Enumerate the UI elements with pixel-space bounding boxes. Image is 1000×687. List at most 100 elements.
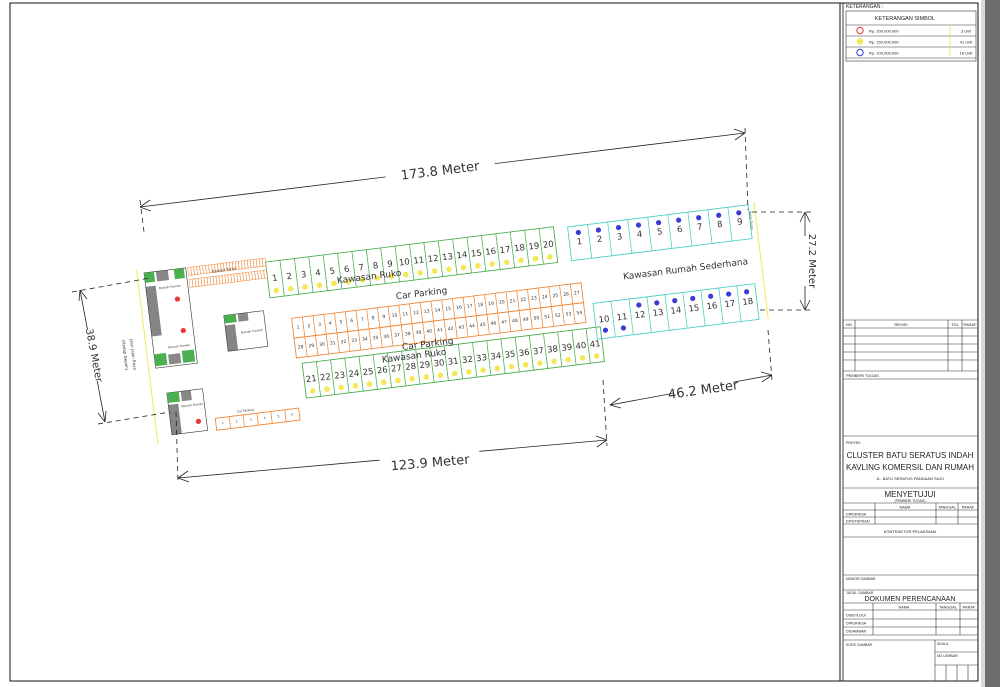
ditetapkan-label: DITETAPKAN xyxy=(846,520,870,524)
unit-marker-yellow xyxy=(423,374,430,380)
tree-icon xyxy=(181,349,196,363)
paving-hatch xyxy=(180,390,192,402)
ruko-lower-number: 21 xyxy=(305,374,317,385)
ruko-lower-number: 28 xyxy=(405,362,417,373)
rumah-upper-number: 8 xyxy=(717,220,724,231)
ruko-lower-number: 24 xyxy=(348,369,360,380)
ruko-lower-number: 38 xyxy=(547,344,559,355)
unit-marker-blue xyxy=(676,217,682,223)
parking-lower-number: 36 xyxy=(383,334,390,341)
site-boundary xyxy=(136,269,159,445)
small-parking-number: 3 xyxy=(249,418,251,422)
dim-bottom-label: 123.9 Meter xyxy=(390,453,471,475)
unit-marker-blue xyxy=(726,291,732,297)
road-label-sub: (Hadap Depan) xyxy=(121,340,130,371)
unit-marker-yellow xyxy=(395,377,401,384)
paving-hatch xyxy=(155,270,170,282)
unit-marker-blue xyxy=(736,210,742,216)
dim-label-bg xyxy=(798,236,812,286)
revisi-header: REVISI xyxy=(894,322,907,327)
rumah-lower-number: 17 xyxy=(724,299,736,310)
parking-lower-number: 48 xyxy=(512,318,519,325)
unit-marker-blue xyxy=(654,300,660,306)
dokumen-title: DOKUMEN PERENCANAAN xyxy=(864,596,955,603)
tree-icon xyxy=(223,314,237,324)
unit-marker-yellow xyxy=(466,368,472,375)
rumah-upper-number: 2 xyxy=(596,235,603,246)
unit-marker-blue xyxy=(620,325,627,331)
arrow-icon xyxy=(609,371,773,409)
legend-price: Rp. 100,000,000 xyxy=(869,51,899,56)
parking-upper-number: 20 xyxy=(499,299,506,306)
batas-tanah-label: Batas Tanah xyxy=(748,211,754,230)
rumah-lower-number: 15 xyxy=(688,303,700,314)
rumah-upper-number: 1 xyxy=(576,237,583,248)
parking-lower-number: 54 xyxy=(576,310,583,317)
unit-marker-yellow xyxy=(403,271,409,278)
rumah-lower-number: 14 xyxy=(670,306,682,317)
extension-line xyxy=(175,411,179,485)
parking-lower-number: 45 xyxy=(480,322,487,329)
diperiksa-label: DIPERIKSA xyxy=(846,622,867,626)
revisi-paraf-header: PARAF xyxy=(963,322,977,327)
unit-marker-blue xyxy=(696,215,702,221)
paraf-header: PARAF xyxy=(963,606,976,610)
ruko-lower-number: 22 xyxy=(320,372,332,383)
parking-upper-number: 17 xyxy=(466,303,473,310)
unit-marker-yellow xyxy=(508,363,515,370)
title-block-frame xyxy=(842,2,979,682)
small-parking-number: 6 xyxy=(291,412,293,416)
parking-lower-number: 43 xyxy=(458,324,465,331)
paving-hatch xyxy=(168,403,182,435)
parking-stall xyxy=(261,257,267,267)
unit-marker-red xyxy=(180,327,186,334)
ruko-lower-number: 25 xyxy=(362,367,374,378)
unit-marker-yellow xyxy=(324,386,330,393)
ruko-upper-number: 5 xyxy=(329,266,336,277)
unit-marker-yellow xyxy=(551,358,557,365)
pemberi-tugas-label: PEMBERI TUGAS xyxy=(846,373,879,378)
unit-marker-blue xyxy=(635,222,642,228)
yellow-unit-symbol-icon xyxy=(856,38,864,45)
parking-upper-number: 6 xyxy=(350,318,354,324)
kode-gambar-label: KODE GAMBAR xyxy=(846,643,873,647)
paving-hatch xyxy=(224,324,239,352)
dim-label-bg xyxy=(384,153,496,185)
rumah-lower-lot xyxy=(736,283,760,322)
unit-marker-yellow xyxy=(302,284,308,290)
unit-marker-yellow xyxy=(475,262,481,269)
title-block: KETERANGAN : KETERANGAN SIMBOL Rp. 200,0… xyxy=(843,4,978,681)
dim-label-bg xyxy=(379,447,481,475)
small-parking-number: 4 xyxy=(263,416,265,420)
parking-upper-number: 24 xyxy=(542,294,549,301)
kontraktor-label: KONTRAKTOR PELAKSANA xyxy=(884,529,937,534)
parking-upper-number: 1 xyxy=(296,324,300,330)
parking-upper-number: 18 xyxy=(477,302,484,309)
unit-marker-blue xyxy=(690,295,696,302)
window-edge xyxy=(985,0,1000,687)
legend-row: Rp. 100,000,000 18 Unit xyxy=(856,48,973,57)
rumah-lower-number: 11 xyxy=(616,312,628,323)
unit-marker-yellow xyxy=(518,257,524,264)
menyetujui-subtitle: (PEMBERI TUGAS) xyxy=(894,499,925,503)
rumah-upper-number: 9 xyxy=(737,217,744,228)
arrow-icon xyxy=(139,128,746,212)
ruko-lower-number: 34 xyxy=(490,351,502,362)
disetujui-label: DISETUJUI xyxy=(846,614,866,618)
ruko-lower-number: 32 xyxy=(462,355,474,366)
unit-marker-yellow xyxy=(417,269,424,276)
ruko-upper-number: 10 xyxy=(398,257,410,268)
parking-upper-number: 22 xyxy=(520,297,527,304)
unit-marker-blue xyxy=(655,220,662,226)
dim-label-bg xyxy=(671,375,735,401)
unit-marker-yellow xyxy=(532,255,539,262)
parking-lower-number: 32 xyxy=(340,339,347,346)
parking-lower-number: 44 xyxy=(469,323,476,330)
unit-marker-yellow xyxy=(503,259,510,265)
ruko-lower-number: 39 xyxy=(561,343,573,354)
unit-marker-yellow xyxy=(579,355,586,361)
rumah-contoh-label: Rumah Contoh xyxy=(241,328,264,335)
parking-lower-number: 39 xyxy=(415,330,422,337)
parking-upper-number: 25 xyxy=(552,293,559,300)
unit-marker-yellow xyxy=(273,287,280,294)
